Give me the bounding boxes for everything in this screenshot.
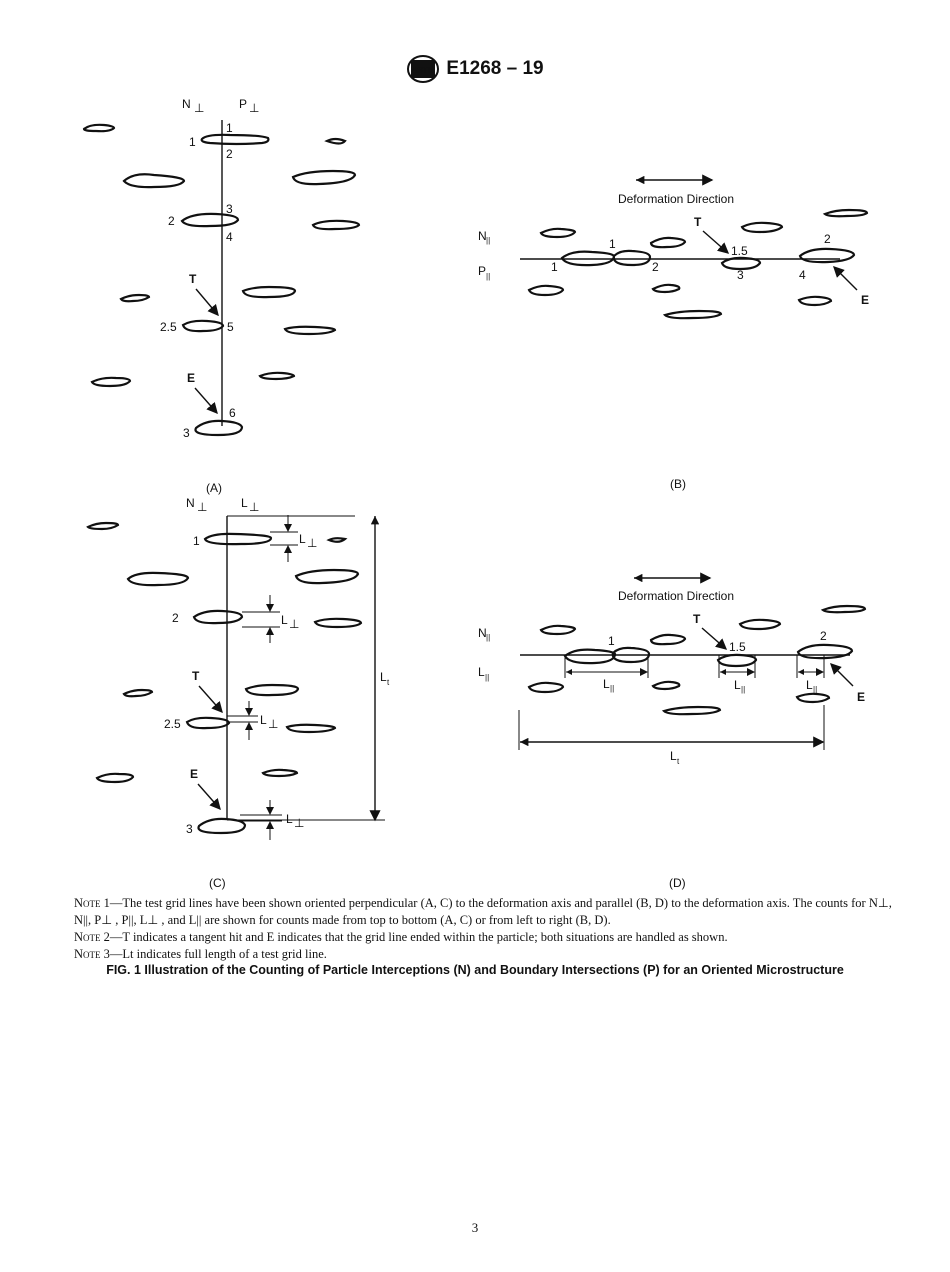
panel-a-p-axis: P	[239, 97, 247, 111]
svg-text:⊥: ⊥	[289, 617, 299, 631]
svg-text:2: 2	[824, 232, 831, 246]
panel-c: N ⊥ L ⊥ L t L ⊥ L ⊥	[86, 496, 390, 890]
svg-text:1: 1	[608, 634, 615, 648]
svg-text:L: L	[478, 665, 485, 679]
svg-text:2: 2	[172, 611, 179, 625]
svg-text:4: 4	[799, 268, 806, 282]
tangent-label: T	[189, 272, 197, 286]
svg-text:L: L	[670, 749, 677, 763]
svg-text:⊥: ⊥	[268, 717, 278, 731]
end-label: E	[187, 371, 195, 385]
deformation-direction-label-d: Deformation Direction	[618, 589, 734, 603]
svg-text:||: ||	[485, 673, 489, 682]
panel-d-label: (D)	[669, 876, 686, 890]
svg-text:E: E	[861, 293, 869, 307]
svg-text:||: ||	[813, 685, 817, 694]
svg-text:3: 3	[737, 268, 744, 282]
svg-text:N: N	[186, 496, 195, 510]
svg-text:E: E	[857, 690, 865, 704]
page-header: ASTM E1268 – 19	[0, 54, 950, 89]
svg-text:ASTM: ASTM	[412, 66, 435, 75]
svg-text:2: 2	[820, 629, 827, 643]
svg-text:L: L	[241, 496, 248, 510]
svg-text:1: 1	[193, 534, 200, 548]
panel-b-label: (B)	[670, 477, 686, 491]
svg-text:⊥: ⊥	[249, 500, 259, 514]
svg-text:L: L	[806, 678, 813, 692]
svg-text:1: 1	[609, 237, 616, 251]
svg-text:L: L	[286, 812, 293, 826]
astm-logo-icon: ASTM	[407, 55, 440, 83]
figure-caption: FIG. 1 Illustration of the Counting of P…	[106, 963, 844, 977]
svg-text:L: L	[281, 613, 288, 627]
svg-text:3: 3	[186, 822, 193, 836]
svg-text:T: T	[694, 215, 702, 229]
note-1: Note 1—The test grid lines have been sho…	[74, 896, 892, 927]
note-2: Note 2—T indicates a tangent hit and E i…	[74, 930, 728, 944]
page-number: 3	[471, 1220, 479, 1235]
figure-illustration: N ⊥ P ⊥ 1 2 2.5 3 1 2 3 4 5 6 T E (A)	[82, 97, 869, 890]
svg-text:L: L	[380, 670, 387, 684]
svg-text:N: N	[478, 626, 487, 640]
panel-d: Deformation Direction N || L || L || L |…	[478, 572, 867, 890]
svg-text:2: 2	[168, 214, 175, 228]
svg-text:1.5: 1.5	[731, 244, 748, 258]
svg-text:T: T	[192, 669, 200, 683]
svg-text:⊥: ⊥	[294, 816, 304, 830]
svg-text:2: 2	[652, 260, 659, 274]
svg-text:1: 1	[226, 121, 233, 135]
svg-text:5: 5	[227, 320, 234, 334]
svg-text:||: ||	[741, 685, 745, 694]
svg-text:L: L	[603, 677, 610, 691]
svg-text:6: 6	[229, 406, 236, 420]
svg-text:⊥: ⊥	[194, 101, 204, 115]
panel-a-n-axis: N	[182, 97, 191, 111]
svg-text:t: t	[387, 678, 390, 687]
deformation-direction-label: Deformation Direction	[618, 192, 734, 206]
svg-text:P: P	[478, 264, 486, 278]
svg-text:2.5: 2.5	[164, 717, 181, 731]
svg-text:||: ||	[486, 272, 490, 281]
svg-text:1: 1	[551, 260, 558, 274]
svg-text:2.5: 2.5	[160, 320, 177, 334]
document-id: E1268 – 19	[446, 58, 544, 79]
svg-text:2: 2	[226, 147, 233, 161]
svg-text:3: 3	[226, 202, 233, 216]
svg-text:||: ||	[486, 633, 490, 642]
panel-a: N ⊥ P ⊥ 1 2 2.5 3 1 2 3 4 5 6 T E (A)	[82, 97, 361, 495]
svg-text:||: ||	[486, 236, 490, 245]
svg-text:N: N	[478, 229, 487, 243]
svg-text:⊥: ⊥	[307, 536, 317, 550]
note-3: Note 3—Lt indicates full length of a tes…	[74, 947, 327, 961]
svg-text:1: 1	[189, 135, 196, 149]
svg-text:L: L	[260, 713, 267, 727]
svg-text:1.5: 1.5	[729, 640, 746, 654]
figure-notes: Note 1—The test grid lines have been sho…	[74, 895, 904, 963]
svg-text:4: 4	[226, 230, 233, 244]
panel-c-label: (C)	[209, 876, 226, 890]
svg-text:⊥: ⊥	[197, 500, 207, 514]
svg-text:T: T	[693, 612, 701, 626]
panel-a-label: (A)	[206, 481, 222, 495]
svg-text:3: 3	[183, 426, 190, 440]
svg-text:L: L	[734, 678, 741, 692]
svg-text:E: E	[190, 767, 198, 781]
svg-text:||: ||	[610, 684, 614, 693]
svg-text:t: t	[677, 757, 680, 766]
svg-text:L: L	[299, 532, 306, 546]
panel-b: Deformation Direction N || P || 1 1.5 2 …	[478, 174, 869, 491]
svg-text:⊥: ⊥	[249, 101, 259, 115]
